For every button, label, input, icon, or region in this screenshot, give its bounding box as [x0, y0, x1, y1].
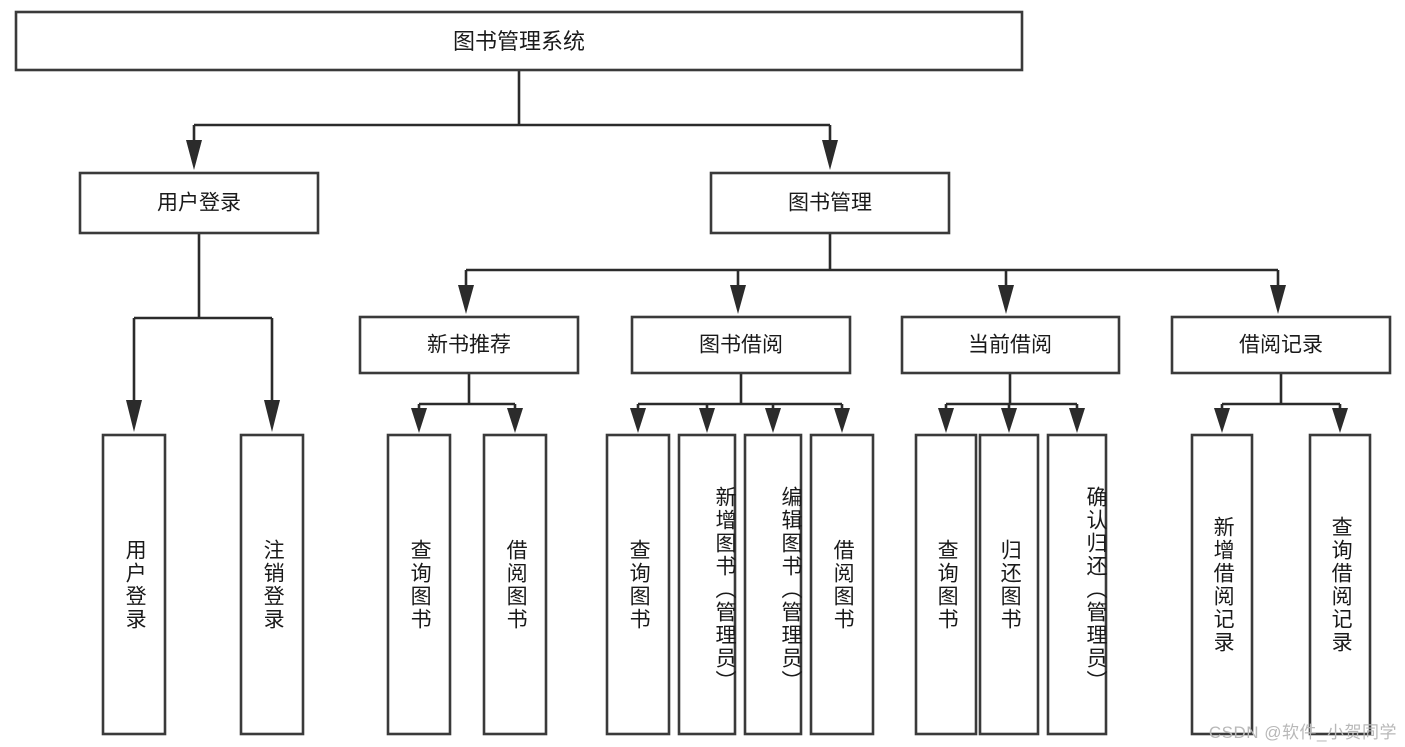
node-current-borrow-label: 当前借阅	[968, 334, 1052, 357]
node-leaf-logout-box[interactable]	[239, 433, 305, 736]
arrow-head-user-login	[186, 140, 202, 170]
node-user-login-box[interactable]	[78, 171, 320, 235]
node-new-book-rec-box[interactable]	[358, 315, 580, 375]
node-leaf-query-record-box[interactable]	[1308, 433, 1372, 736]
node-root-box[interactable]	[14, 10, 1024, 72]
node-book-manage[interactable]: 图书管理	[709, 171, 951, 235]
arrow-head-leaf-confirm-return	[1069, 408, 1085, 433]
csdn-watermark: CSDN @软件_小贺同学	[1208, 723, 1397, 742]
node-book-borrow-label: 图书借阅	[699, 334, 783, 357]
arrow-head-leaf-add-book	[699, 408, 715, 433]
node-new-book-rec-label: 新书推荐	[427, 334, 511, 357]
node-current-borrow-box[interactable]	[900, 315, 1121, 375]
node-leaf-return-book-box[interactable]	[978, 433, 1040, 736]
node-leaf-edit-book-box[interactable]	[743, 433, 803, 736]
arrow-head-book-manage	[822, 140, 838, 170]
leaf-box-layer	[101, 433, 1372, 736]
node-root[interactable]: 图书管理系统	[14, 10, 1024, 72]
arrow-head-leaf-edit-book	[765, 408, 781, 433]
node-leaf-add-book-box[interactable]	[677, 433, 737, 736]
arrow-head-leaf-query-book-2	[630, 408, 646, 433]
arrow-head-current-borrow	[998, 285, 1014, 314]
node-current-borrow[interactable]: 当前借阅	[900, 315, 1121, 375]
node-leaf-query-book-2-box[interactable]	[605, 433, 671, 736]
arrow-head-leaf-query-book-3	[938, 408, 954, 433]
node-book-manage-label: 图书管理	[788, 192, 872, 215]
node-root-label: 图书管理系统	[453, 29, 585, 54]
arrow-head-leaf-user-login	[126, 400, 142, 432]
arrow-head-borrow-record	[1270, 285, 1286, 314]
node-leaf-query-book-1-box[interactable]	[386, 433, 452, 736]
arrow-head-leaf-query-record	[1332, 408, 1348, 433]
node-leaf-borrow-book-2-box[interactable]	[809, 433, 875, 736]
node-leaf-user-login-box[interactable]	[101, 433, 167, 736]
arrow-head-leaf-logout	[264, 400, 280, 432]
arrow-head-leaf-query-book-1	[411, 408, 427, 433]
node-borrow-record-box[interactable]	[1170, 315, 1392, 375]
node-borrow-record[interactable]: 借阅记录	[1170, 315, 1392, 375]
node-user-login[interactable]: 用户登录	[78, 171, 320, 235]
node-leaf-confirm-return-box[interactable]	[1046, 433, 1108, 736]
arrow-head-new-book-rec	[458, 285, 474, 314]
node-borrow-record-label: 借阅记录	[1239, 334, 1323, 357]
node-new-book-rec[interactable]: 新书推荐	[358, 315, 580, 375]
arrow-head-book-borrow	[730, 285, 746, 314]
node-book-borrow-box[interactable]	[630, 315, 852, 375]
node-user-login-label: 用户登录	[157, 192, 241, 215]
arrow-head-leaf-borrow-book-1	[507, 408, 523, 433]
arrow-head-leaf-borrow-book-2	[834, 408, 850, 433]
node-book-borrow[interactable]: 图书借阅	[630, 315, 852, 375]
connector-layer	[126, 70, 1348, 433]
arrow-head-leaf-add-record	[1214, 408, 1230, 433]
node-leaf-borrow-book-1-box[interactable]	[482, 433, 548, 736]
node-leaf-query-book-3-box[interactable]	[914, 433, 978, 736]
arrow-head-leaf-return-book	[1001, 408, 1017, 433]
node-book-manage-box[interactable]	[709, 171, 951, 235]
node-leaf-add-record-box[interactable]	[1190, 433, 1254, 736]
